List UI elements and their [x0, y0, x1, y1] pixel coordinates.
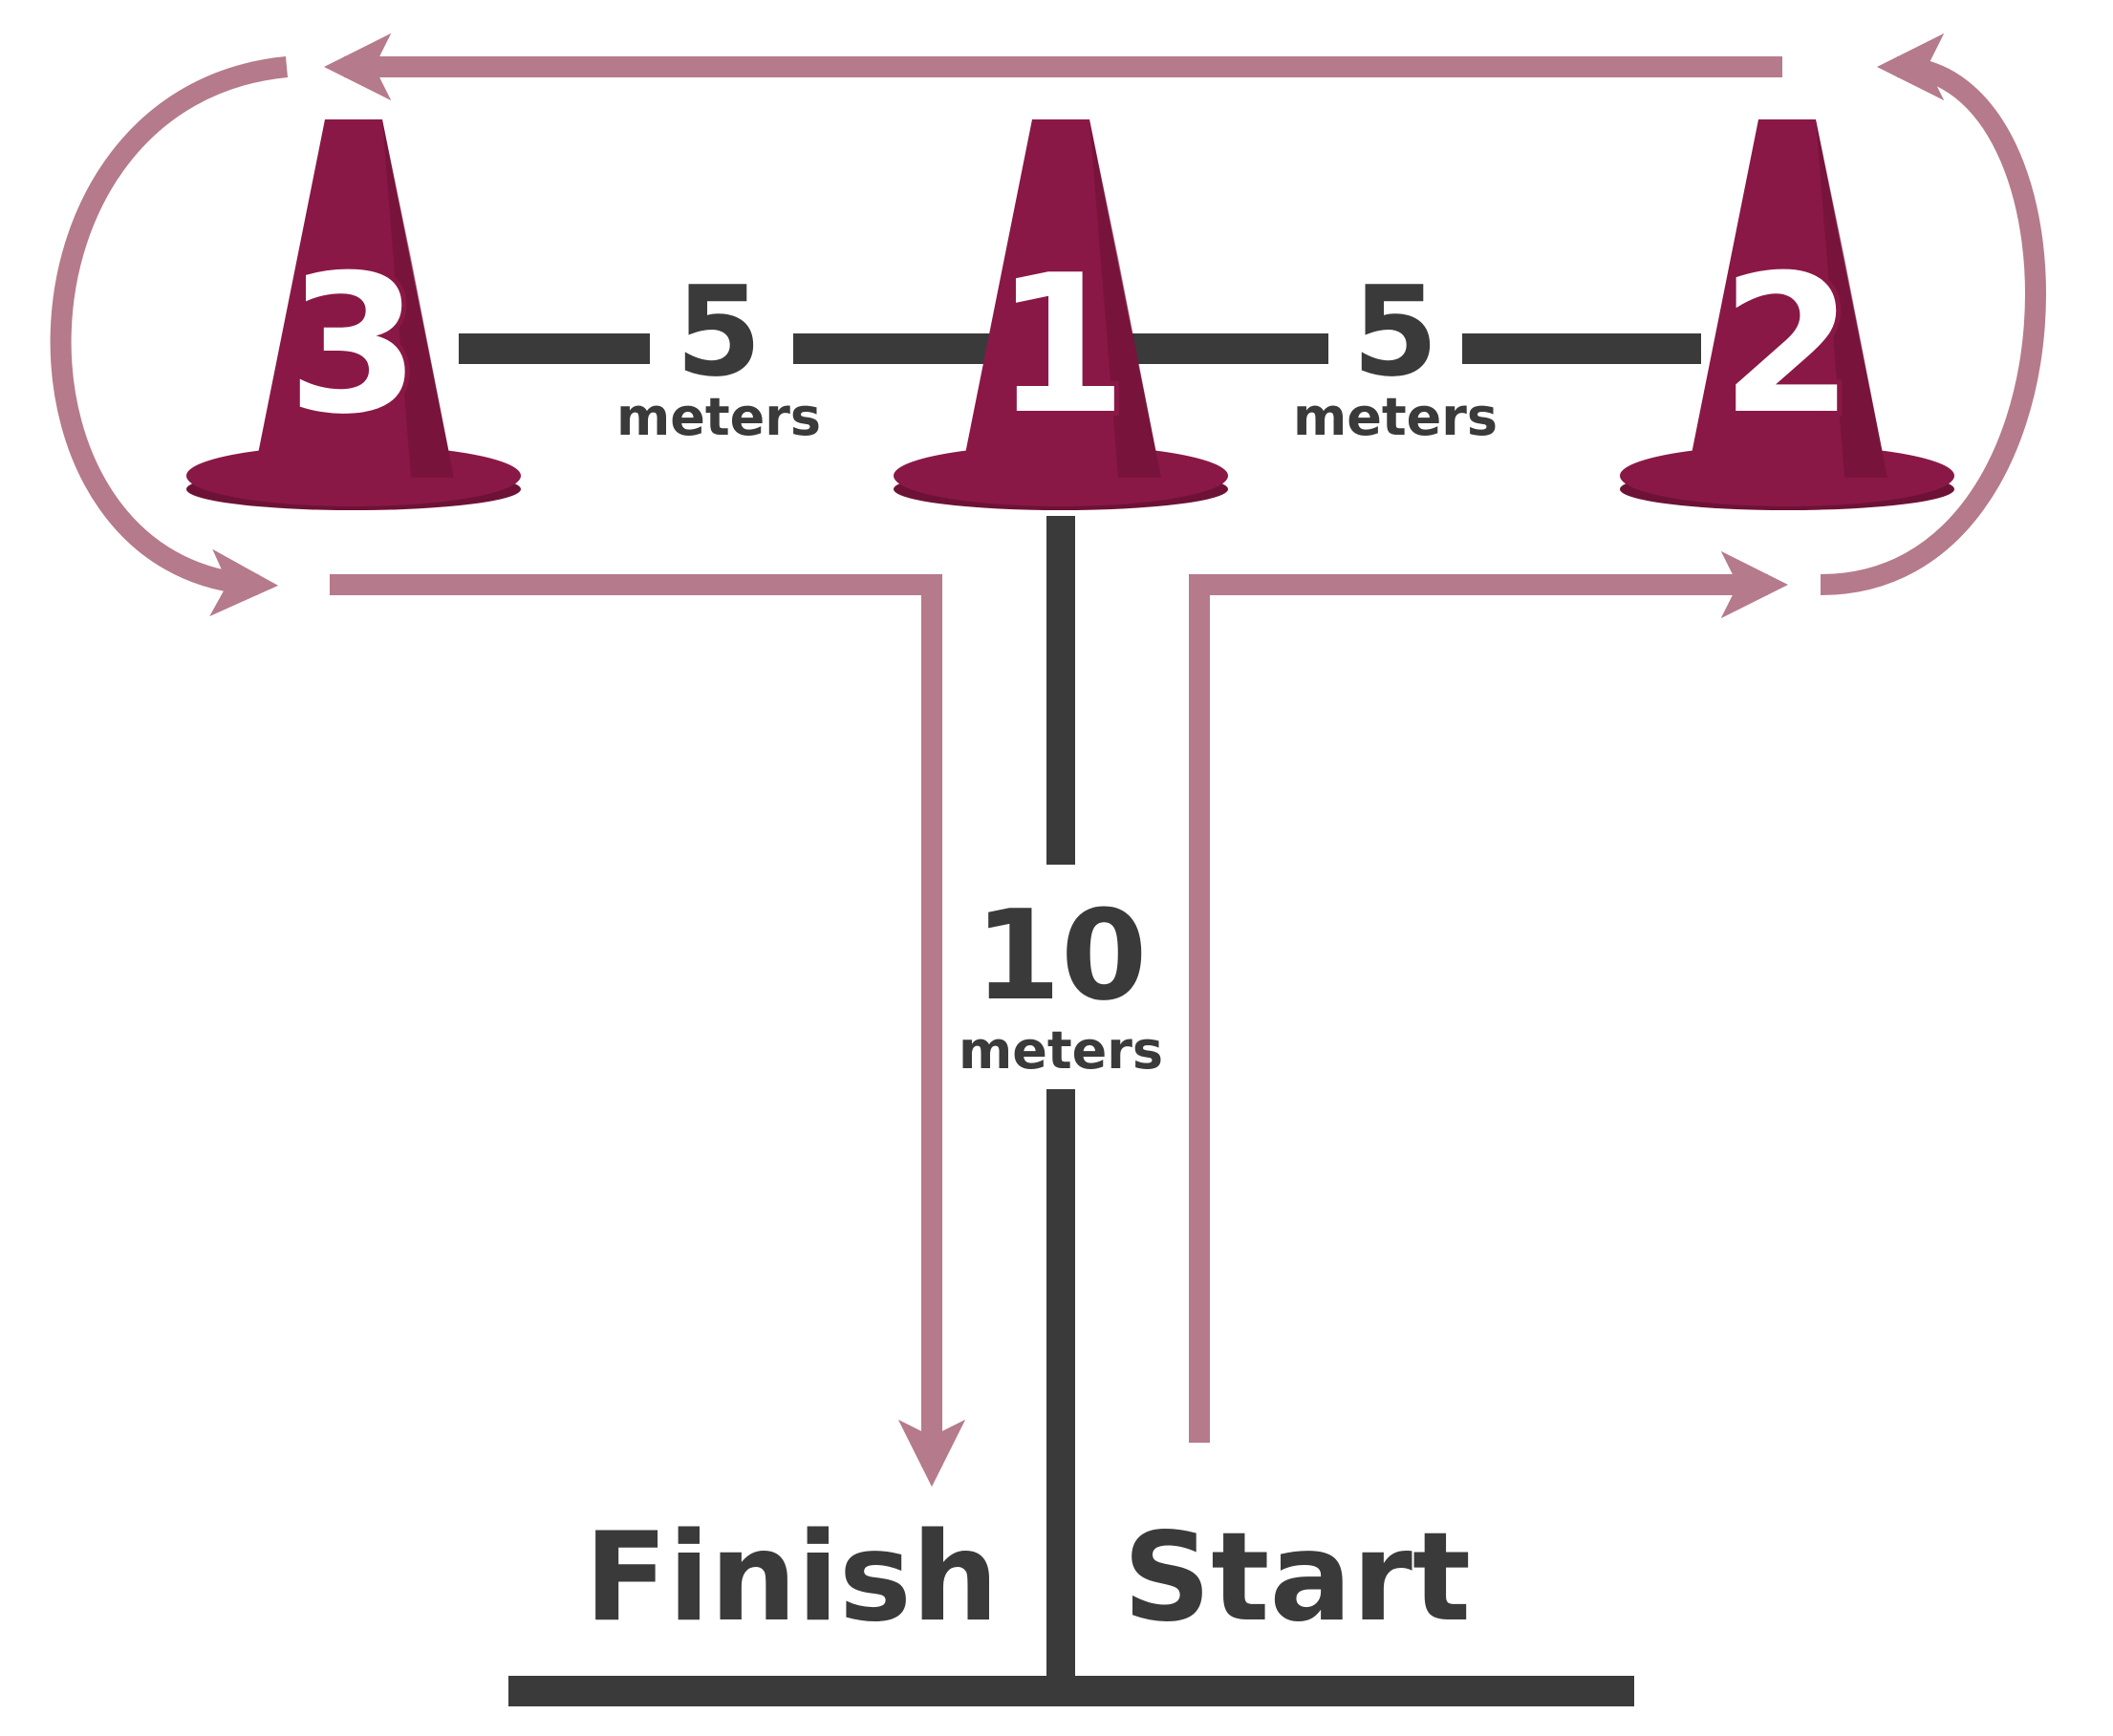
right-distance-unit: meters — [1293, 387, 1498, 447]
cone-3-icon: 3 — [186, 119, 521, 510]
measurement-lines — [459, 333, 1701, 1706]
finish-label: Finish — [584, 1507, 999, 1649]
vertical-distance-unit: meters — [959, 1020, 1163, 1081]
left-distance-value: 5 — [676, 259, 762, 404]
cone-2-icon: 2 — [1620, 119, 1954, 510]
cone-1-icon: 1 — [894, 119, 1228, 510]
route-cone-3-to-finish — [330, 574, 966, 1488]
cone-2-label: 2 — [1720, 234, 1853, 457]
route-around-cone-2 — [1820, 32, 2046, 595]
cone-3-label: 3 — [287, 234, 420, 457]
left-distance-unit: meters — [616, 387, 821, 447]
cone-1-label: 1 — [994, 234, 1127, 457]
route-start-to-cone-2 — [1189, 550, 1789, 1443]
distance-labels: 5 meters 5 meters 10 meters — [616, 259, 1498, 1081]
route-arrows — [50, 32, 2046, 1488]
right-distance-value: 5 — [1352, 259, 1438, 404]
cones: 3 1 2 — [186, 119, 1954, 510]
vertical-distance-value: 10 — [975, 883, 1148, 1028]
route-around-cone-3 — [50, 56, 289, 616]
endpoint-labels: Finish Start — [584, 1507, 1471, 1649]
start-label: Start — [1123, 1507, 1471, 1649]
